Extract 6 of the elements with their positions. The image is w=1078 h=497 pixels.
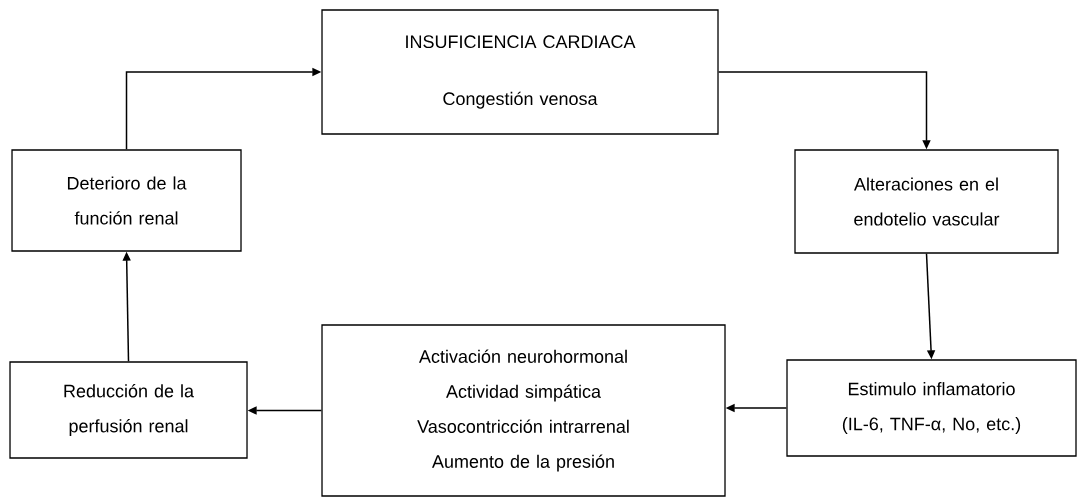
process-box: Activación neurohormonal Actividad simpática Vasocontricción intrarrenal Aumento de la presión [321,324,726,497]
process-box: Reducción de la perfusión renal [9,361,248,459]
process-box: Estimulo inflamatorio (IL-6, TNF-α, No, etc.) [786,359,1077,457]
process-box: Deterioro de la función renal [11,149,242,252]
process-box: Alteraciones en el endotelio vascular [794,149,1059,254]
process-box: INSUFICIENCIA CARDIACA Congestión venosa [321,9,719,135]
